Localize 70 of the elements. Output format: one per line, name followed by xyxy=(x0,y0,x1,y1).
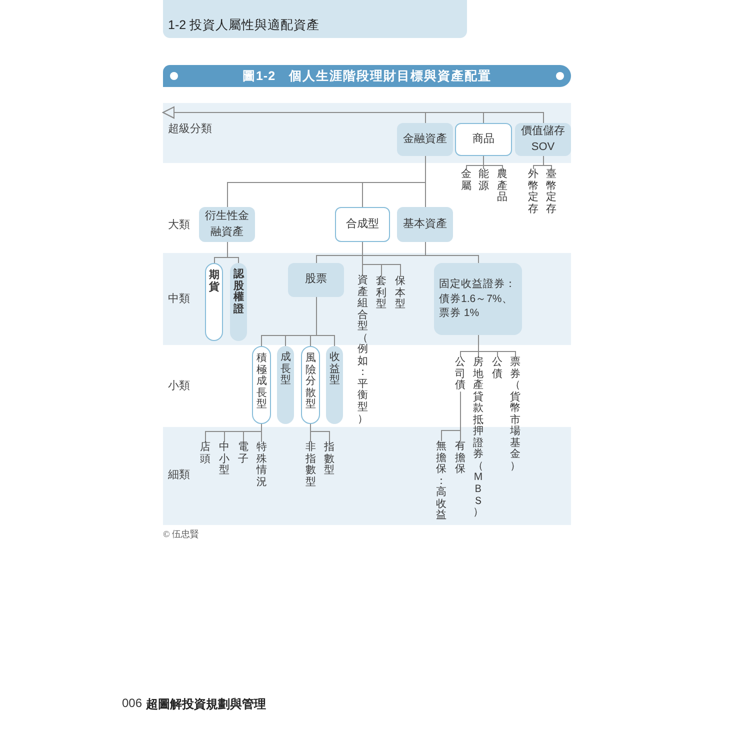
category-box xyxy=(434,263,522,335)
category-label: 收益型 xyxy=(329,352,340,387)
category-box xyxy=(397,123,453,156)
category-label: 非指數型 xyxy=(305,442,316,488)
connector-line xyxy=(316,242,479,276)
connector-line xyxy=(310,424,330,442)
category-label: 農產品 xyxy=(496,169,508,204)
category-label: 無擔保：高收益 xyxy=(436,441,446,522)
category-label: 票券（貨幣市場基金） xyxy=(510,357,520,472)
category-label: 衍生性金融資產 xyxy=(204,209,250,240)
category-label: 店頭 xyxy=(200,442,210,466)
category-label: 價值儲存 SOV xyxy=(520,124,566,154)
row-label: 小類 xyxy=(168,379,190,393)
category-label: 金融資產 xyxy=(403,132,447,147)
connector-line xyxy=(533,156,552,170)
category-label: 套利型 xyxy=(376,276,386,311)
page-number: 006 xyxy=(122,696,142,710)
category-label: 電子 xyxy=(238,442,248,466)
category-label: 臺幣定存 xyxy=(546,169,556,216)
connector-line xyxy=(261,296,335,346)
category-label: 風險分散型 xyxy=(305,353,316,411)
category-label: 房地產貸款抵押證券（ＭＢＳ） xyxy=(472,357,484,519)
connector-line xyxy=(205,424,262,442)
category-pill xyxy=(205,263,223,341)
row-label: 大類 xyxy=(168,218,190,232)
connector-line xyxy=(441,391,461,442)
category-label: 特殊情況 xyxy=(256,442,267,488)
category-label: 股票 xyxy=(305,272,327,288)
category-pill xyxy=(326,346,343,424)
category-label: 固定收益證券：債券1.6～7%、票券 1% xyxy=(439,276,517,322)
category-label: 有擔保 xyxy=(454,441,466,476)
category-label: 商品 xyxy=(472,132,494,147)
arrow xyxy=(162,106,544,124)
connector-line xyxy=(214,242,239,264)
category-pill xyxy=(230,263,247,341)
section-heading: 1-2 投資人屬性與適配資產 xyxy=(168,17,320,34)
book-title: 超圖解投資規劃與管理 xyxy=(146,696,266,713)
row-label: 中類 xyxy=(168,292,190,306)
category-pill xyxy=(301,346,320,424)
category-label: 指數型 xyxy=(324,442,334,477)
connector-line xyxy=(227,156,426,208)
category-box xyxy=(335,207,390,242)
category-label: 外幣定存 xyxy=(528,169,538,216)
category-label: 能源 xyxy=(478,169,489,192)
row-band xyxy=(163,103,571,163)
row-band xyxy=(163,427,571,525)
category-label: 金屬 xyxy=(460,169,472,192)
category-label: 期貨 xyxy=(208,270,220,294)
category-box xyxy=(515,123,571,156)
credit-text: © 伍忠賢 xyxy=(163,528,200,541)
category-pill xyxy=(277,346,294,424)
category-box xyxy=(288,263,344,297)
row-label: 細類 xyxy=(168,468,190,482)
category-box xyxy=(199,207,255,242)
category-label: 公債 xyxy=(492,357,502,380)
category-label: 成長型 xyxy=(280,352,291,387)
category-box xyxy=(397,207,453,242)
category-label: 資產組合型（例如：平衡型） xyxy=(357,275,368,426)
category-label: 基本資產 xyxy=(403,216,447,232)
category-box xyxy=(455,123,512,156)
category-label: 保本型 xyxy=(394,276,406,311)
category-label: 合成型 xyxy=(346,216,379,232)
category-label: 中小型 xyxy=(218,442,230,477)
category-label: 積極成長型 xyxy=(256,353,267,411)
row-label: 超級分類 xyxy=(168,122,212,136)
category-label: 認股權證 xyxy=(233,269,244,316)
category-pill xyxy=(252,346,271,424)
figure-title: 圖1-2 個人生涯階段理財目標與資產配置 xyxy=(242,68,492,84)
category-label: 公司債 xyxy=(454,357,466,392)
connector-line xyxy=(460,334,516,358)
